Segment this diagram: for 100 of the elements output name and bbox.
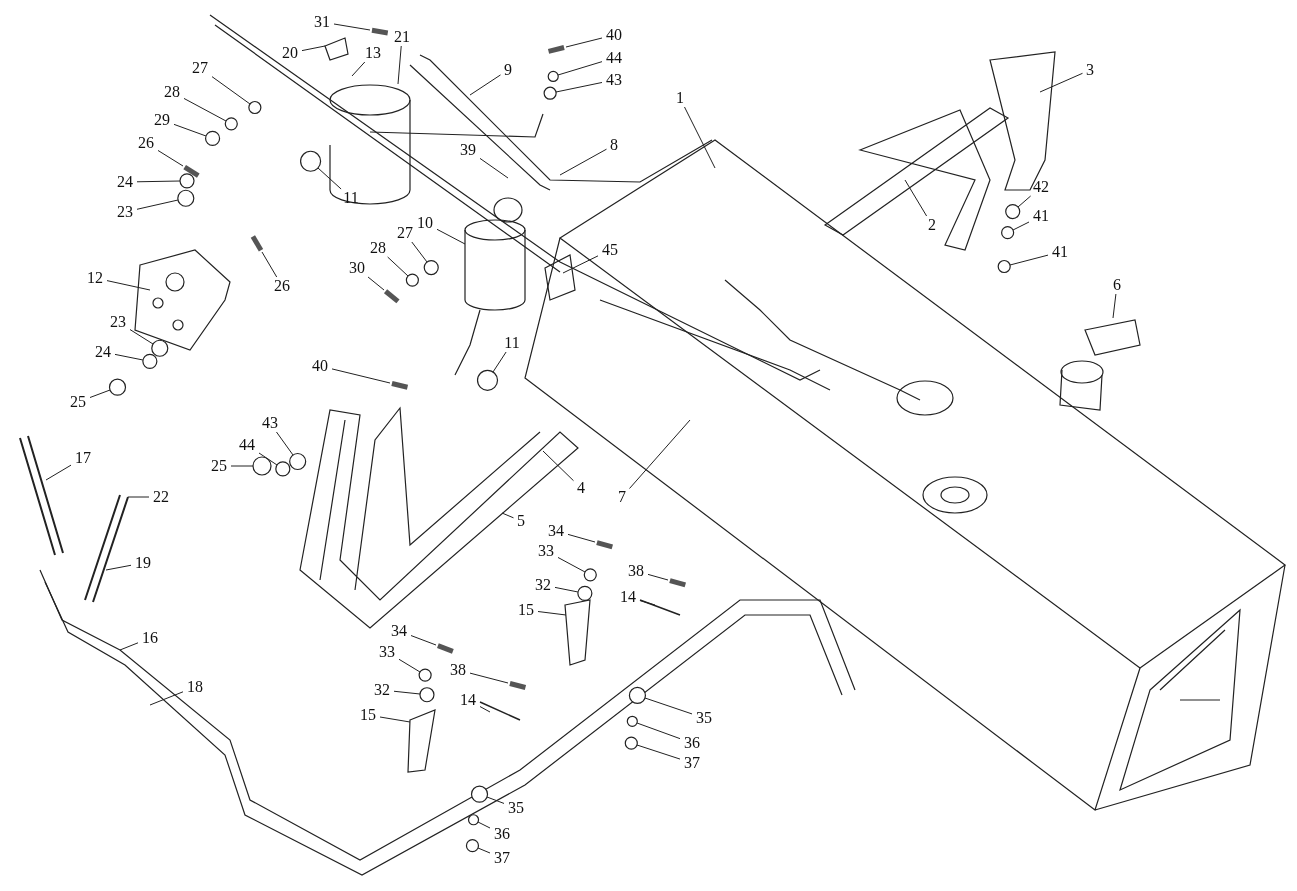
clip bbox=[324, 37, 349, 61]
leader-line bbox=[1039, 72, 1083, 93]
callout-number: 11 bbox=[342, 190, 360, 206]
leader-line bbox=[479, 706, 491, 713]
leader-line bbox=[89, 389, 111, 398]
leader-line bbox=[149, 691, 184, 706]
leader-line bbox=[45, 464, 72, 481]
leader-line bbox=[261, 251, 278, 278]
callout-number: 6 bbox=[1112, 277, 1122, 293]
callout-number: 33 bbox=[537, 543, 555, 559]
callout-number: 14 bbox=[619, 589, 637, 605]
leader-line bbox=[537, 611, 567, 616]
callout-number: 15 bbox=[359, 707, 377, 723]
washer bbox=[252, 456, 272, 476]
callout-number: 32 bbox=[534, 577, 552, 593]
leader-line bbox=[105, 564, 132, 571]
callout-number: 43 bbox=[605, 72, 623, 88]
callout-number: 23 bbox=[116, 204, 134, 220]
bolt bbox=[547, 45, 565, 54]
callout-number: 13 bbox=[364, 45, 382, 61]
leader-line bbox=[477, 821, 491, 829]
washer bbox=[300, 150, 322, 172]
callout-number: 1 bbox=[675, 90, 685, 106]
leader-line bbox=[469, 672, 509, 684]
washer bbox=[628, 686, 646, 705]
leader-line bbox=[562, 255, 599, 274]
washer bbox=[179, 173, 195, 189]
callout-number: 35 bbox=[507, 800, 525, 816]
callout-number: 17 bbox=[74, 450, 92, 466]
leader-line bbox=[387, 256, 409, 277]
leader-line bbox=[469, 74, 501, 96]
leader-line bbox=[106, 280, 151, 291]
callout-number: 43 bbox=[261, 415, 279, 431]
callout-number: 29 bbox=[153, 112, 171, 128]
washer bbox=[583, 568, 597, 582]
callout-number: 3 bbox=[1085, 62, 1095, 78]
callout-number: 27 bbox=[396, 225, 414, 241]
leader-line bbox=[542, 450, 574, 482]
callout-number: 30 bbox=[348, 260, 366, 276]
bolt bbox=[183, 164, 200, 178]
washer bbox=[205, 130, 221, 146]
callout-number: 26 bbox=[137, 135, 155, 151]
leader-line bbox=[501, 512, 514, 519]
washer bbox=[423, 259, 439, 276]
callout-number: 37 bbox=[683, 755, 701, 771]
callout-number: 16 bbox=[141, 630, 159, 646]
leader-line bbox=[1009, 254, 1049, 266]
leader-line bbox=[559, 148, 607, 176]
callout-number: 34 bbox=[390, 623, 408, 639]
bolt bbox=[509, 681, 527, 690]
washer bbox=[151, 339, 169, 357]
callout-number: 15 bbox=[517, 602, 535, 618]
leader-line bbox=[258, 452, 278, 466]
leader-line bbox=[397, 45, 402, 85]
washer bbox=[419, 687, 435, 703]
leader-line bbox=[636, 722, 681, 740]
washer bbox=[997, 259, 1011, 274]
bolt bbox=[250, 235, 264, 252]
callout-number: 38 bbox=[449, 662, 467, 678]
callout-number: 8 bbox=[609, 137, 619, 153]
washer bbox=[465, 839, 480, 853]
washer bbox=[577, 585, 593, 601]
washer bbox=[543, 86, 557, 100]
washer bbox=[470, 785, 489, 803]
leader-line bbox=[1017, 195, 1032, 208]
washer bbox=[177, 189, 195, 207]
strap-clamp bbox=[564, 599, 591, 666]
leader-line bbox=[411, 241, 428, 263]
callout-number: 23 bbox=[109, 314, 127, 330]
leader-line bbox=[136, 199, 179, 210]
leader-line bbox=[477, 847, 491, 854]
leader-line bbox=[1112, 293, 1117, 319]
callout-number: 42 bbox=[1032, 179, 1050, 195]
callout-number: 41 bbox=[1032, 208, 1050, 224]
leader-line bbox=[367, 276, 385, 291]
leader-line bbox=[351, 61, 366, 77]
leader-line bbox=[317, 167, 342, 190]
washer bbox=[624, 736, 638, 750]
callout-number: 21 bbox=[393, 29, 411, 45]
bolt bbox=[596, 540, 613, 550]
leader-line bbox=[410, 635, 437, 646]
callout-number: 34 bbox=[547, 523, 565, 539]
leader-line bbox=[557, 61, 603, 76]
leader-line bbox=[333, 23, 371, 31]
callout-number: 36 bbox=[493, 826, 511, 842]
callout-number: 22 bbox=[152, 489, 170, 505]
leader-line bbox=[565, 37, 603, 48]
callout-number: 36 bbox=[683, 735, 701, 751]
washer bbox=[248, 100, 262, 115]
washer bbox=[476, 369, 499, 391]
washer bbox=[1001, 226, 1015, 240]
callout-number: 19 bbox=[134, 555, 152, 571]
leader-line bbox=[684, 106, 716, 169]
leader-line bbox=[436, 228, 466, 245]
leader-line bbox=[114, 353, 144, 361]
callout-number: 18 bbox=[186, 679, 204, 695]
callout-number: 45 bbox=[601, 242, 619, 258]
bolt bbox=[669, 578, 686, 588]
leader-line bbox=[636, 744, 681, 760]
callout-number: 41 bbox=[1051, 244, 1069, 260]
